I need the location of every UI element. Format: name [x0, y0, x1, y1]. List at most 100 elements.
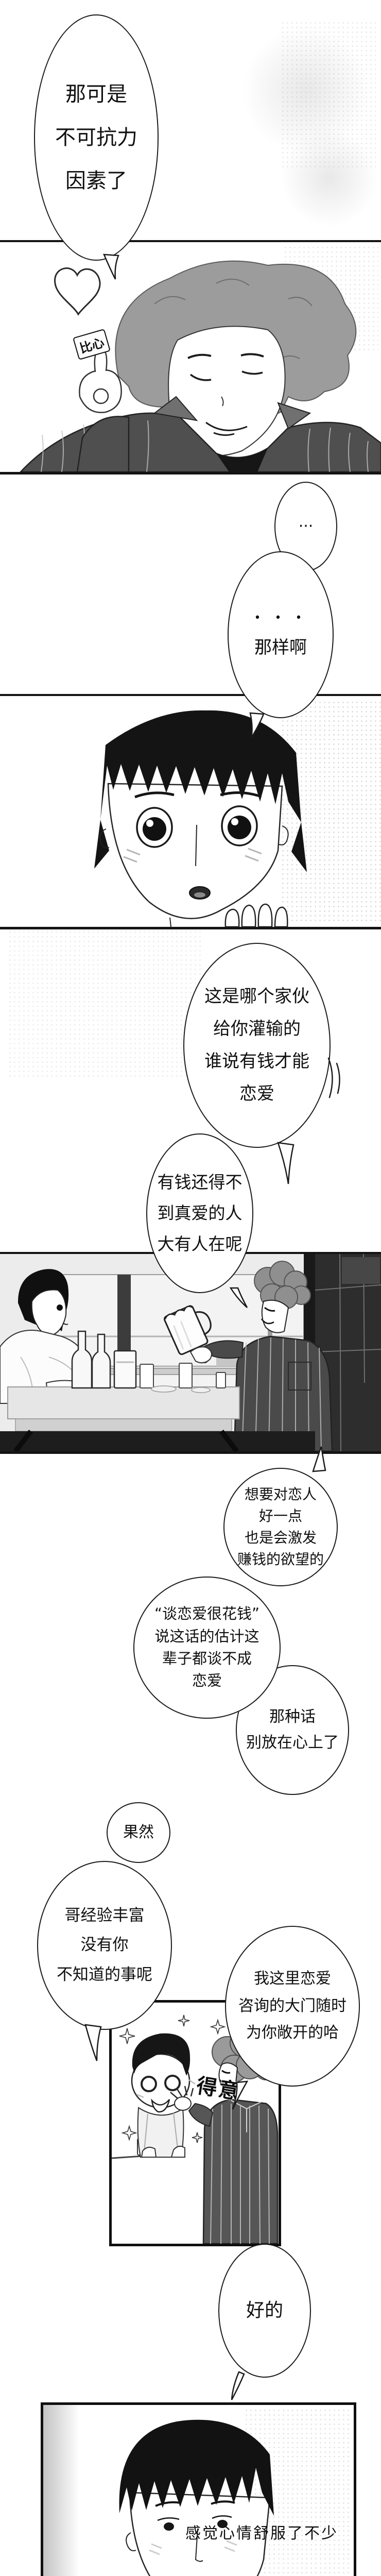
bubble-line: 给你灌输的 [213, 1018, 301, 1039]
curly-man-hand [189, 1346, 212, 1364]
chibi-boy-eye-left [141, 2076, 157, 2092]
bubble-line: 不可抗力 [55, 126, 137, 149]
bubble-line: 果然 [123, 1823, 154, 1841]
speech-bubble-rich-no-love: 有钱还得不 到真爱的人 大有人在呢 [146, 1133, 253, 1293]
bubble-line: 辈子都谈不成 [162, 1650, 252, 1667]
bubble-line: ··· [298, 517, 314, 535]
sleeve [76, 416, 130, 472]
narration-text: 感觉心情舒服了不少 [185, 2524, 338, 2543]
panel-finger-heart-man [0, 240, 381, 474]
bottles-and-glasses [71, 1330, 226, 1393]
finger-heart-gesture [93, 388, 109, 404]
relieved-man-illustration [119, 2419, 274, 2576]
ears [99, 825, 289, 849]
chibi-boy-hair [132, 2033, 190, 2076]
bubble-line: 这是哪个家伙 [204, 986, 309, 1007]
beer-mug [163, 1305, 212, 1355]
ear [126, 2532, 136, 2551]
chibi-curly-smile [219, 2079, 230, 2084]
panel-surprised-man [0, 694, 381, 929]
bubble-line: 恋爱 [239, 1083, 274, 1105]
face [129, 2492, 271, 2576]
bubble-line: “谈恋爱很花钱” [154, 1605, 260, 1623]
wide-eyes [136, 805, 258, 848]
hair-curl-strokes [154, 278, 313, 361]
nose [195, 2528, 203, 2562]
speech-bubble-bro-experienced: 哥经验丰富 没有你 不知道的事呢 [37, 1861, 172, 2030]
bubble-dots: • • • [254, 611, 307, 624]
bubble-line: 咨询的大门随时 [238, 1996, 347, 2015]
speech-bubble-be-nice: 想要对恋人 好一点 也是会激发 赚钱的欲望的 [223, 1468, 338, 1586]
bubble-line: 大有人在呢 [157, 1233, 243, 1254]
undershirt [216, 448, 268, 472]
speech-bubble-consult-door: 我这里恋爱 咨询的大门随时 为你敞开的哈 [225, 1926, 360, 2087]
gentle-eyes [157, 2515, 232, 2531]
bubble-line: 那种话 [269, 1707, 316, 1726]
blush-lines [149, 2540, 237, 2555]
edge-shadow [43, 2405, 79, 2576]
finger-heart-man-illustration [20, 260, 381, 472]
chibi-boy-smile [151, 2098, 170, 2113]
nose [195, 824, 197, 867]
smile [205, 421, 248, 436]
eyebrows [155, 2500, 235, 2507]
bubble-line: 谁说有钱才能 [204, 1051, 309, 1072]
halftone-patch [8, 930, 203, 1079]
bubble-tail [249, 712, 265, 738]
collar-right [277, 402, 311, 430]
curly-man-closed-eye [264, 1307, 275, 1312]
table-legs [13, 1429, 239, 1451]
bubble-line: 好一点 [258, 1507, 302, 1524]
polo-collar [231, 2100, 263, 2132]
panel-relieved-man [41, 2402, 356, 2576]
chibi-curly-closed-eye [221, 2070, 231, 2074]
chibi-boy-hands [141, 2145, 185, 2158]
black-hair [119, 2419, 274, 2516]
bubble-line: 恋爱 [192, 1672, 222, 1690]
bubble-tail [232, 2080, 249, 2110]
curly-shirt-stripes [241, 1337, 322, 1451]
finger-heart-text: 比心 [78, 335, 106, 356]
bubble-tail [277, 1142, 295, 1184]
beer-foam [164, 1306, 194, 1319]
sparkle-icons [119, 2014, 270, 2143]
chibi-curly-sleeve [188, 2103, 214, 2127]
bubble-line: 没有你 [80, 1936, 129, 1955]
bubble-line: 不知道的事呢 [57, 1965, 152, 1984]
bubble-line: 到真爱的人 [157, 1203, 243, 1224]
bubble-tail [312, 1446, 326, 1472]
soft-texture [242, 26, 371, 155]
speech-bubble-as-expected: 果然 [107, 1802, 170, 1863]
chibi-boy-eye-right [164, 2075, 181, 2091]
curly-man-open-smile [261, 1318, 274, 1325]
eyebrows [134, 791, 260, 799]
bubble-line: 也是会激发 [244, 1529, 317, 1546]
spiky-black-hair [100, 710, 301, 822]
hand-on-chest [224, 903, 288, 927]
panel-izakaya [0, 1252, 381, 1454]
halftone-patch [281, 21, 376, 170]
bubble-line: 我这里恋爱 [254, 1970, 331, 1988]
mouth-inner [194, 892, 205, 897]
soft-texture [281, 129, 378, 227]
eyebrows [187, 353, 264, 359]
bubble-line: 有钱还得不 [157, 1172, 243, 1193]
under-table-shadow [0, 1431, 315, 1451]
speech-bubble-okay: 好的 [218, 2244, 311, 2378]
curly-man-face [261, 1299, 289, 1333]
blush-lines [123, 848, 262, 863]
bubble-tail [229, 1287, 248, 1308]
bubble-line: 说这话的估计这 [154, 1627, 259, 1645]
collar-left [153, 396, 198, 421]
open-fingers [170, 2086, 194, 2099]
left-man-mouth [62, 1323, 68, 1325]
curly-man-hair [254, 1261, 311, 1309]
bubble-line: 好的 [246, 2300, 283, 2321]
left-man-face [31, 1289, 67, 1336]
bubble-line: 那样啊 [254, 637, 307, 658]
speech-bubble-dating-costs: “谈恋爱很花钱” 说这话的估计这 辈子都谈不成 恋爱 [133, 1577, 281, 1719]
polo-stripes [210, 2104, 270, 2244]
mug-handle [195, 1311, 212, 1335]
dark-window-frame [315, 1254, 381, 1451]
